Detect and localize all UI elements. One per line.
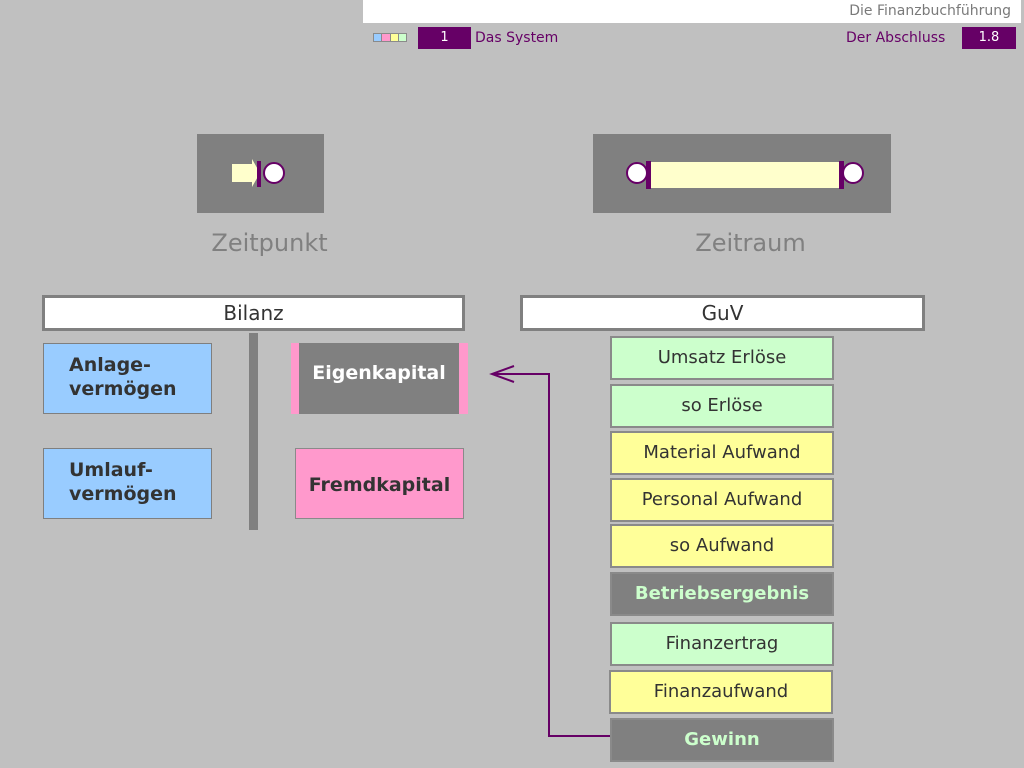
section-number-button[interactable]: 1.8 xyxy=(962,27,1016,49)
guv-item-so-erloese[interactable]: so Erlöse xyxy=(610,384,834,428)
legend-swatch-green xyxy=(398,34,406,41)
equity-box[interactable]: Eigenkapital xyxy=(291,343,468,414)
arrow-icon xyxy=(232,159,260,187)
period-end-bar xyxy=(839,161,844,189)
color-legend xyxy=(373,33,407,42)
section-title-link[interactable]: Der Abschluss xyxy=(846,30,946,46)
course-title: Die Finanzbuchführung xyxy=(849,3,1011,19)
point-in-time-label: Zeitpunkt xyxy=(211,229,328,257)
guv-item-material-aufwand[interactable]: Material Aufwand xyxy=(610,431,834,475)
equity-label: Eigenkapital xyxy=(299,343,459,414)
current-assets-label-line2: vermögen xyxy=(69,483,177,505)
period-start-bar xyxy=(646,161,651,189)
guv-header: GuV xyxy=(520,295,925,331)
guv-item-finanzertrag[interactable]: Finanzertrag xyxy=(610,622,834,666)
point-marker-circle xyxy=(263,162,285,184)
balance-divider xyxy=(249,333,258,530)
guv-item-umsatz-erloese[interactable]: Umsatz Erlöse xyxy=(610,336,834,380)
guv-item-finanzaufwand[interactable]: Finanzaufwand xyxy=(609,670,833,714)
period-label: Zeitraum xyxy=(695,229,806,257)
legend-swatch-pink xyxy=(382,34,391,41)
period-start-circle xyxy=(626,162,648,184)
chapter-number-button[interactable]: 1 xyxy=(418,27,471,49)
chapter-title-link[interactable]: Das System xyxy=(475,30,559,46)
point-in-time-diagram xyxy=(197,134,324,213)
fixed-assets-label-line2: vermögen xyxy=(69,378,177,400)
guv-item-so-aufwand[interactable]: so Aufwand xyxy=(610,524,834,568)
period-diagram xyxy=(593,134,891,213)
guv-item-betriebsergebnis[interactable]: Betriebsergebnis xyxy=(610,572,834,616)
legend-swatch-blue xyxy=(374,34,383,41)
course-title-bar: Die Finanzbuchführung xyxy=(363,0,1021,23)
guv-item-personal-aufwand[interactable]: Personal Aufwand xyxy=(610,478,834,522)
guv-item-gewinn[interactable]: Gewinn xyxy=(610,718,834,762)
fixed-assets-label-line1: Anlage- xyxy=(69,354,151,376)
fixed-assets-box[interactable]: Anlage- vermögen xyxy=(43,343,212,414)
point-marker-bar xyxy=(257,161,261,187)
debt-box[interactable]: Fremdkapital xyxy=(295,448,464,519)
legend-swatch-yellow xyxy=(390,34,399,41)
current-assets-label-line1: Umlauf- xyxy=(69,459,153,481)
period-end-circle xyxy=(842,162,864,184)
period-span-bar xyxy=(651,162,839,188)
current-assets-box[interactable]: Umlauf- vermögen xyxy=(43,448,212,519)
bilanz-header: Bilanz xyxy=(42,295,465,331)
